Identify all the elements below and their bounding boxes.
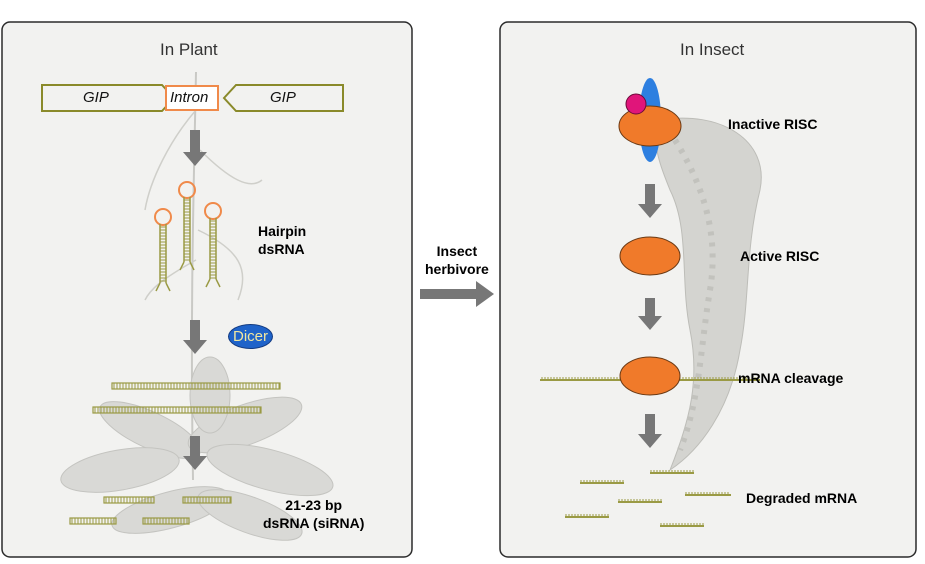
intron-box xyxy=(165,85,219,111)
gip-right-label: GIP xyxy=(270,89,296,106)
mrna-fragment-5 xyxy=(565,514,609,518)
sirna-label-line2: dsRNA (siRNA) xyxy=(263,515,365,531)
caterpillar-silhouette xyxy=(655,117,762,472)
cleavage-risc-icon xyxy=(619,356,681,396)
hairpin-label-line2: dsRNA xyxy=(258,241,305,257)
insect-panel-title: In Insect xyxy=(680,40,745,59)
sirna-3 xyxy=(69,517,117,525)
dsrna-bars xyxy=(69,119,760,527)
hairpin-2 xyxy=(178,181,196,271)
intron-label: Intron xyxy=(170,89,209,106)
inactive-risc-icon xyxy=(618,78,682,162)
transfer-label-line2: herbivore xyxy=(425,261,489,277)
gip-left-label: GIP xyxy=(83,89,109,106)
mrna-fragment-2 xyxy=(580,480,624,484)
plant-panel xyxy=(1,21,413,558)
degraded-mrna-label: Degraded mRNA xyxy=(746,490,858,506)
arrow-down-3 xyxy=(183,436,207,470)
hairpin-label: Hairpin dsRNA xyxy=(258,222,306,258)
arrow-down-5 xyxy=(638,298,662,330)
arrow-down-6 xyxy=(638,414,662,448)
hairpin-1 xyxy=(154,208,172,292)
mrna-fragment-6 xyxy=(660,523,704,527)
transfer-label-line1: Insect xyxy=(436,243,478,259)
long-dsrna-2 xyxy=(92,406,262,414)
dicer-enzyme: Dicer xyxy=(228,324,274,349)
hairpin-label-line1: Hairpin xyxy=(258,223,307,239)
hairpin-3 xyxy=(204,202,222,288)
sirna-4 xyxy=(142,517,190,525)
arrow-down-4 xyxy=(638,184,662,218)
transfer-arrow xyxy=(420,281,494,307)
gene-construct xyxy=(41,84,344,112)
transfer-label: Insect herbivore xyxy=(425,242,489,278)
mrna-fragment-3 xyxy=(685,492,731,496)
active-risc-icon xyxy=(619,236,681,276)
insect-arrows xyxy=(638,184,662,448)
sirna-1 xyxy=(103,496,155,504)
sirna-2 xyxy=(182,496,232,504)
gip-right-box xyxy=(222,84,344,112)
mrna-cleavage-label: mRNA cleavage xyxy=(738,370,844,386)
sirna-label-line1: 21-23 bp xyxy=(285,497,343,513)
active-risc-label: Active RISC xyxy=(740,248,820,264)
plant-panel-title: In Plant xyxy=(160,40,218,59)
sirna-label: 21-23 bp dsRNA (siRNA) xyxy=(263,496,364,532)
arrow-down-2 xyxy=(183,320,207,354)
hairpin-dsrna-group xyxy=(154,181,222,292)
inactive-risc-label: Inactive RISC xyxy=(728,116,818,132)
mrna-fragment-1 xyxy=(650,470,694,474)
arrow-down-1 xyxy=(183,130,207,166)
plant-arrows xyxy=(183,130,207,470)
mrna-fragment-4 xyxy=(618,499,662,503)
long-dsrna-1 xyxy=(111,382,281,390)
